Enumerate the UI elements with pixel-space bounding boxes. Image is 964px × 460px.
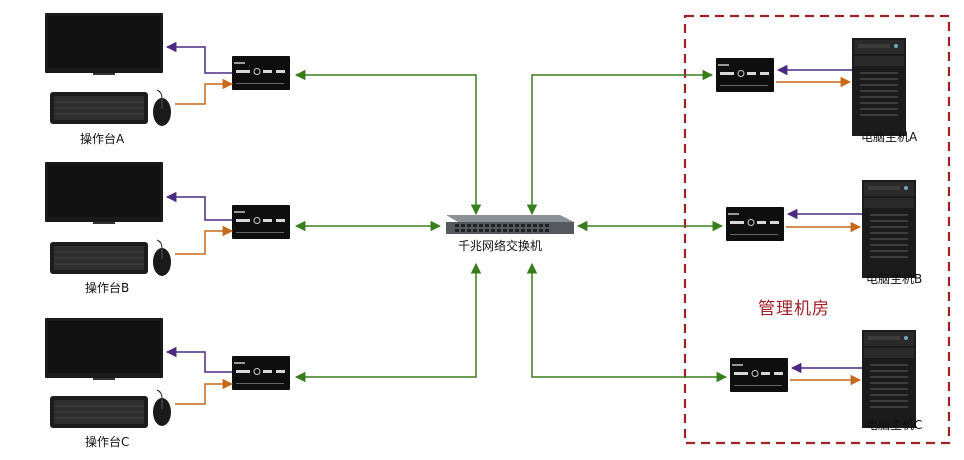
tower-pc-icon <box>852 38 906 136</box>
host-c-label: 电脑主机C <box>866 418 923 432</box>
host-a-label: 电脑主机A <box>861 130 918 144</box>
mouse-icon <box>152 389 172 427</box>
mouse-icon <box>152 239 172 277</box>
network-switch-icon <box>446 215 574 234</box>
usb-link <box>175 225 234 255</box>
monitor-icon <box>45 162 163 224</box>
mouse-icon <box>152 89 172 127</box>
monitor-icon <box>45 13 163 75</box>
network-link-console-a <box>294 69 482 216</box>
tower-pc-icon <box>862 180 916 278</box>
monitor-icon <box>45 318 163 380</box>
kvm-extender-icon <box>725 206 785 242</box>
kvm-extender-icon <box>231 204 291 240</box>
kvm-extender-icon <box>231 55 291 91</box>
console-c-label: 操作台C <box>85 435 130 449</box>
switch-label: 千兆网络交换机 <box>458 239 543 253</box>
management-room-label: 管理机房 <box>758 299 830 319</box>
network-link-host-c <box>526 262 728 383</box>
video-link <box>165 191 232 221</box>
console-b-label: 操作台B <box>85 281 130 295</box>
keyboard-icon <box>49 241 149 275</box>
usb-link <box>175 78 234 105</box>
kvm-extender-icon <box>715 57 775 93</box>
usb-link <box>175 378 234 405</box>
host-b-label: 电脑主机B <box>866 272 923 286</box>
network-link-console-c <box>294 262 482 383</box>
kvm-extender-icon <box>729 357 789 393</box>
network-link-host-a <box>526 69 714 216</box>
kvm-extender-icon <box>231 355 291 391</box>
console-a-label: 操作台A <box>80 132 125 146</box>
video-link <box>165 346 232 373</box>
keyboard-icon <box>49 91 149 125</box>
video-link <box>165 41 232 74</box>
tower-pc-icon <box>862 330 916 428</box>
keyboard-icon <box>49 395 149 429</box>
